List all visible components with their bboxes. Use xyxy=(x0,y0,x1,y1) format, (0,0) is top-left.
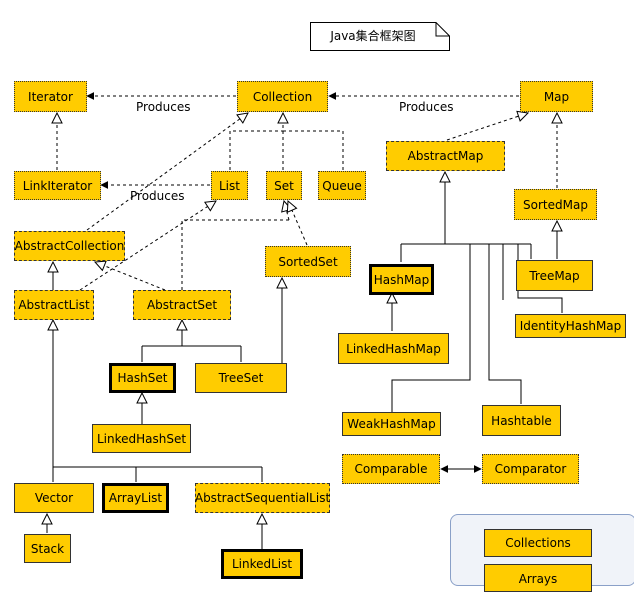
node-identityhashmap: IdentityHashMap xyxy=(515,314,626,338)
node-abstractmap: AbstractMap xyxy=(386,141,505,171)
node-stack: Stack xyxy=(24,534,71,563)
node-sortedmap: SortedMap xyxy=(514,189,597,220)
node-collection: Collection xyxy=(237,81,328,112)
node-queue: Queue xyxy=(318,171,366,200)
node-arraylist: ArrayList xyxy=(102,483,169,513)
node-hashmap: HashMap xyxy=(369,264,434,295)
node-list: List xyxy=(211,171,248,200)
node-abstractset: AbstractSet xyxy=(133,290,231,320)
node-weakhashmap: WeakHashMap xyxy=(342,412,441,436)
produces-label-iterator: Produces xyxy=(136,100,191,114)
node-set: Set xyxy=(266,171,302,200)
java-collections-diagram: Java集合框架图 Produces Produces Produces Ite… xyxy=(14,22,634,592)
node-hashtable: Hashtable xyxy=(482,405,561,436)
node-vector: Vector xyxy=(14,483,94,513)
node-comparable: Comparable xyxy=(342,454,440,484)
node-linkedhashset: LinkedHashSet xyxy=(92,424,191,453)
node-treemap: TreeMap xyxy=(516,260,593,291)
node-abstractsequentiallist: AbstractSequentialList xyxy=(195,483,330,513)
node-linkiterator: LinkIterator xyxy=(14,171,101,200)
node-comparator: Comparator xyxy=(482,454,579,484)
diagram-title: Java集合框架图 xyxy=(330,29,416,43)
node-linkedhashmap: LinkedHashMap xyxy=(338,333,449,364)
title-note xyxy=(310,22,450,51)
node-abstractcollection: AbstractCollection xyxy=(14,231,125,261)
node-abstractlist: AbstractList xyxy=(14,290,94,320)
node-treeset: TreeSet xyxy=(195,363,287,393)
node-map: Map xyxy=(520,81,593,112)
produces-label-list: Produces xyxy=(130,189,185,203)
node-linkedlist: LinkedList xyxy=(221,549,303,579)
node-iterator: Iterator xyxy=(14,81,87,112)
node-collections: Collections xyxy=(484,529,592,557)
node-sortedset: SortedSet xyxy=(265,246,351,277)
produces-label-map: Produces xyxy=(399,100,454,114)
node-arrays: Arrays xyxy=(484,564,592,592)
node-hashset: HashSet xyxy=(109,363,176,393)
